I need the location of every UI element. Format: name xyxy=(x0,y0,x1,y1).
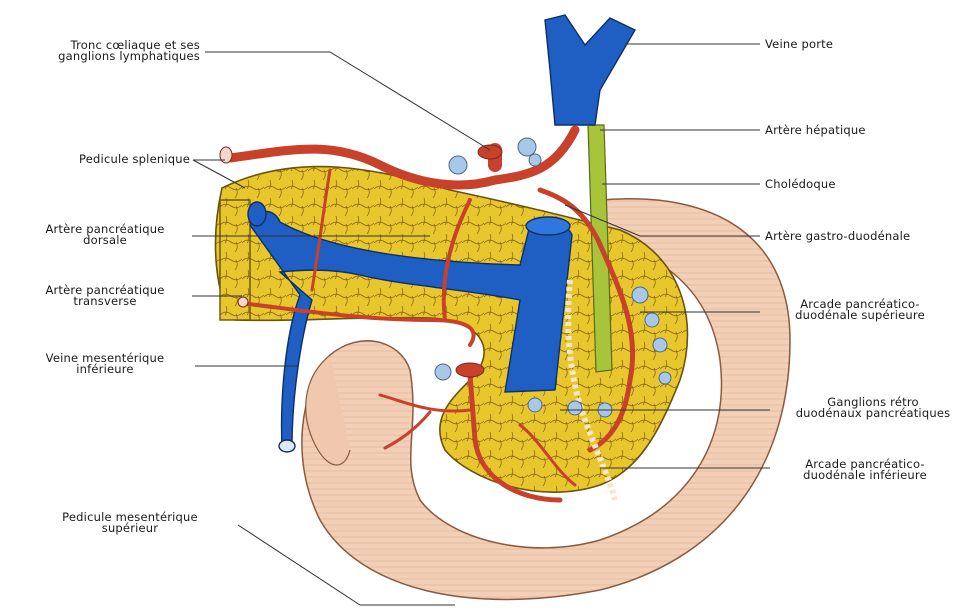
label-arcade-superieure: Arcade pancréatico-duodénale supérieure xyxy=(760,299,960,321)
label-artere-gastro-duodenale: Artère gastro-duodénale xyxy=(765,231,910,242)
label-artere-hepatique: Artère hépatique xyxy=(765,125,866,136)
label-arcade-inferieure: Arcade pancréatico-duodénale inférieure xyxy=(770,459,960,481)
label-choledoque: Cholédoque xyxy=(765,179,836,190)
label-pedicule-splenique: Pedicule splenique xyxy=(8,154,190,165)
label-veine-porte: Veine porte xyxy=(765,39,833,50)
